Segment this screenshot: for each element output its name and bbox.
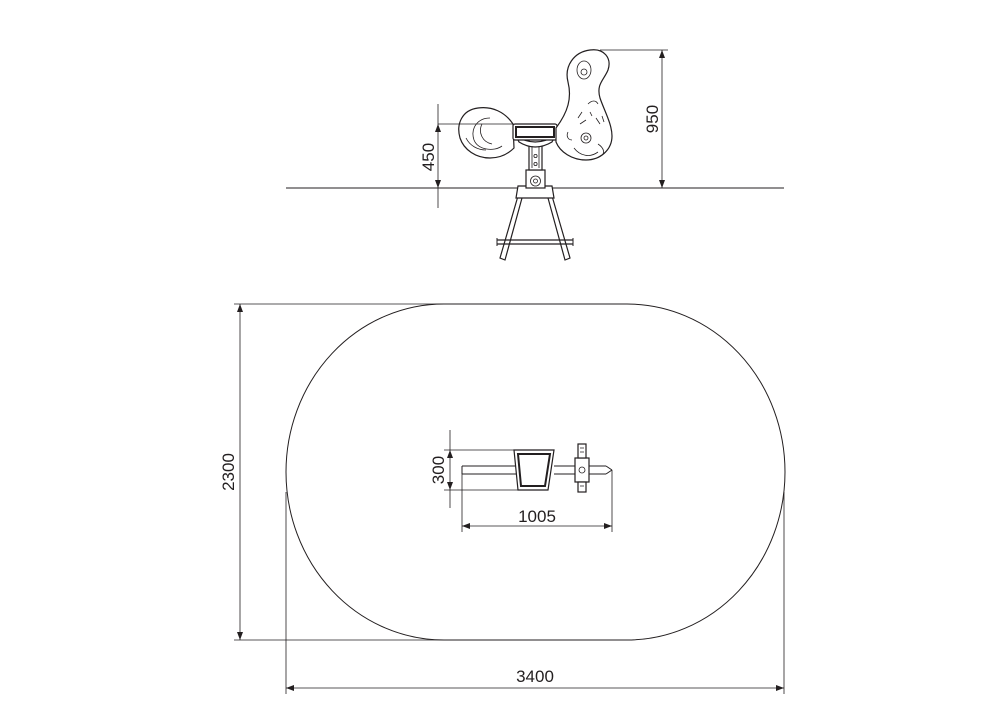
dimension-seat-height: 450 <box>419 104 513 208</box>
dimension-label-450: 450 <box>419 143 438 171</box>
footing <box>496 185 574 261</box>
dimension-seat-width: 300 <box>429 430 518 508</box>
dimension-label-300: 300 <box>429 456 448 484</box>
dimension-total-height: 950 <box>600 49 668 188</box>
equipment-plan <box>461 443 613 493</box>
plan-view: 300 1005 2300 3400 <box>219 303 786 694</box>
dimension-zone-length: 3400 <box>285 492 785 694</box>
side-elevation-view: 450 950 <box>286 49 784 261</box>
front-creature-panel <box>555 49 613 161</box>
seat <box>512 123 558 141</box>
rear-backrest-panel <box>458 107 515 159</box>
dimension-label-2300: 2300 <box>219 453 238 491</box>
safety-zone-outline <box>285 303 786 641</box>
spring-column <box>514 134 557 189</box>
dimension-label-3400: 3400 <box>516 667 554 686</box>
dimension-zone-width: 2300 <box>219 303 444 641</box>
dimension-label-950: 950 <box>643 105 662 133</box>
dimension-equipment-length: 1005 <box>461 470 613 532</box>
dimension-label-1005: 1005 <box>518 507 556 526</box>
